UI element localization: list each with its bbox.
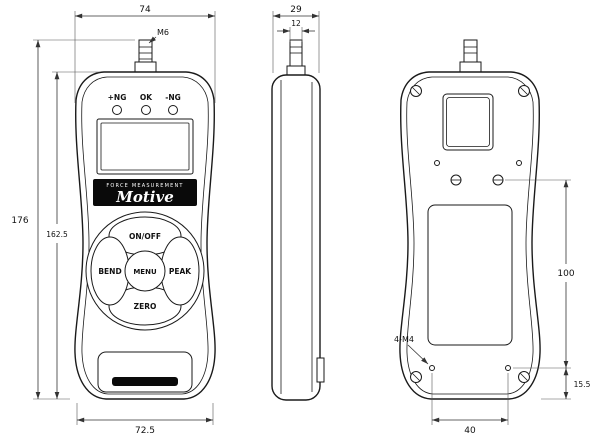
side-clip — [316, 357, 325, 383]
back-hole-upper-right — [516, 160, 522, 166]
dim-height-body: 162.5 — [46, 230, 68, 239]
back-view: 4-M4 100 15.5 40 — [394, 39, 591, 436]
mid-screw-left — [450, 174, 462, 186]
mid-screw-right — [492, 174, 504, 186]
keypad-cluster: ON/OFF BEND MENU PEAK ZERO — [85, 211, 205, 331]
thread-callout: M6 — [157, 28, 169, 37]
led-plus-ng-icon — [112, 105, 122, 115]
led-label-ok: OK — [140, 93, 153, 102]
corner-screws — [410, 85, 530, 383]
bottom-label-plate — [97, 351, 193, 393]
brand-line-text: FORCE MEASUREMENT — [106, 183, 183, 189]
mount-hole-left — [429, 365, 435, 371]
button-menu — [124, 250, 166, 292]
dim-height-total: 176 — [11, 216, 28, 226]
dim-hole-span-vertical: 100 — [557, 269, 574, 279]
dim-plug-width: 12 — [291, 19, 301, 28]
led-label-minus-ng: -NG — [165, 93, 181, 102]
brand-band-bg — [93, 179, 197, 206]
dimensions-side: 29 12 — [272, 5, 320, 73]
side-view: 29 12 — [271, 5, 325, 401]
back-hole-upper-left — [434, 160, 440, 166]
dim-bottom-offset: 15.5 — [574, 380, 591, 389]
brand-band: FORCE MEASUREMENT Motive — [93, 179, 197, 206]
button-on-off-label: ON/OFF — [129, 232, 161, 241]
side-body-outline — [271, 74, 321, 401]
dim-width-bottom: 72.5 — [135, 426, 155, 436]
button-menu-label: MENU — [133, 268, 157, 276]
battery-cover — [427, 204, 513, 346]
dimensions-back: 4-M4 100 15.5 40 — [394, 179, 591, 436]
front-plug-stud — [134, 39, 157, 73]
dim-hole-span-horizontal: 40 — [464, 426, 476, 436]
dimensions-front: 74 M6 176 162.5 72.5 — [11, 5, 216, 436]
led-ok-icon — [141, 105, 151, 115]
front-view: +NG OK -NG FORCE MEASUREMENT Motive ON — [11, 5, 216, 436]
hole-callout: 4-M4 — [394, 335, 414, 344]
button-zero-label: ZERO — [134, 302, 157, 311]
led-minus-ng-icon — [168, 105, 178, 115]
button-bend-label: BEND — [98, 267, 121, 276]
dim-depth: 29 — [290, 5, 302, 15]
brand-logo: Motive — [115, 188, 174, 206]
back-top-window — [442, 93, 494, 151]
dim-width-top: 74 — [139, 5, 151, 15]
led-label-plus-ng: +NG — [108, 93, 127, 102]
button-peak-label: PEAK — [169, 267, 192, 276]
status-led-panel: +NG OK -NG — [108, 93, 181, 115]
side-plug-stud — [286, 39, 306, 76]
back-plug-stud — [459, 39, 482, 73]
mount-hole-right — [505, 365, 511, 371]
lcd-display — [96, 118, 194, 175]
